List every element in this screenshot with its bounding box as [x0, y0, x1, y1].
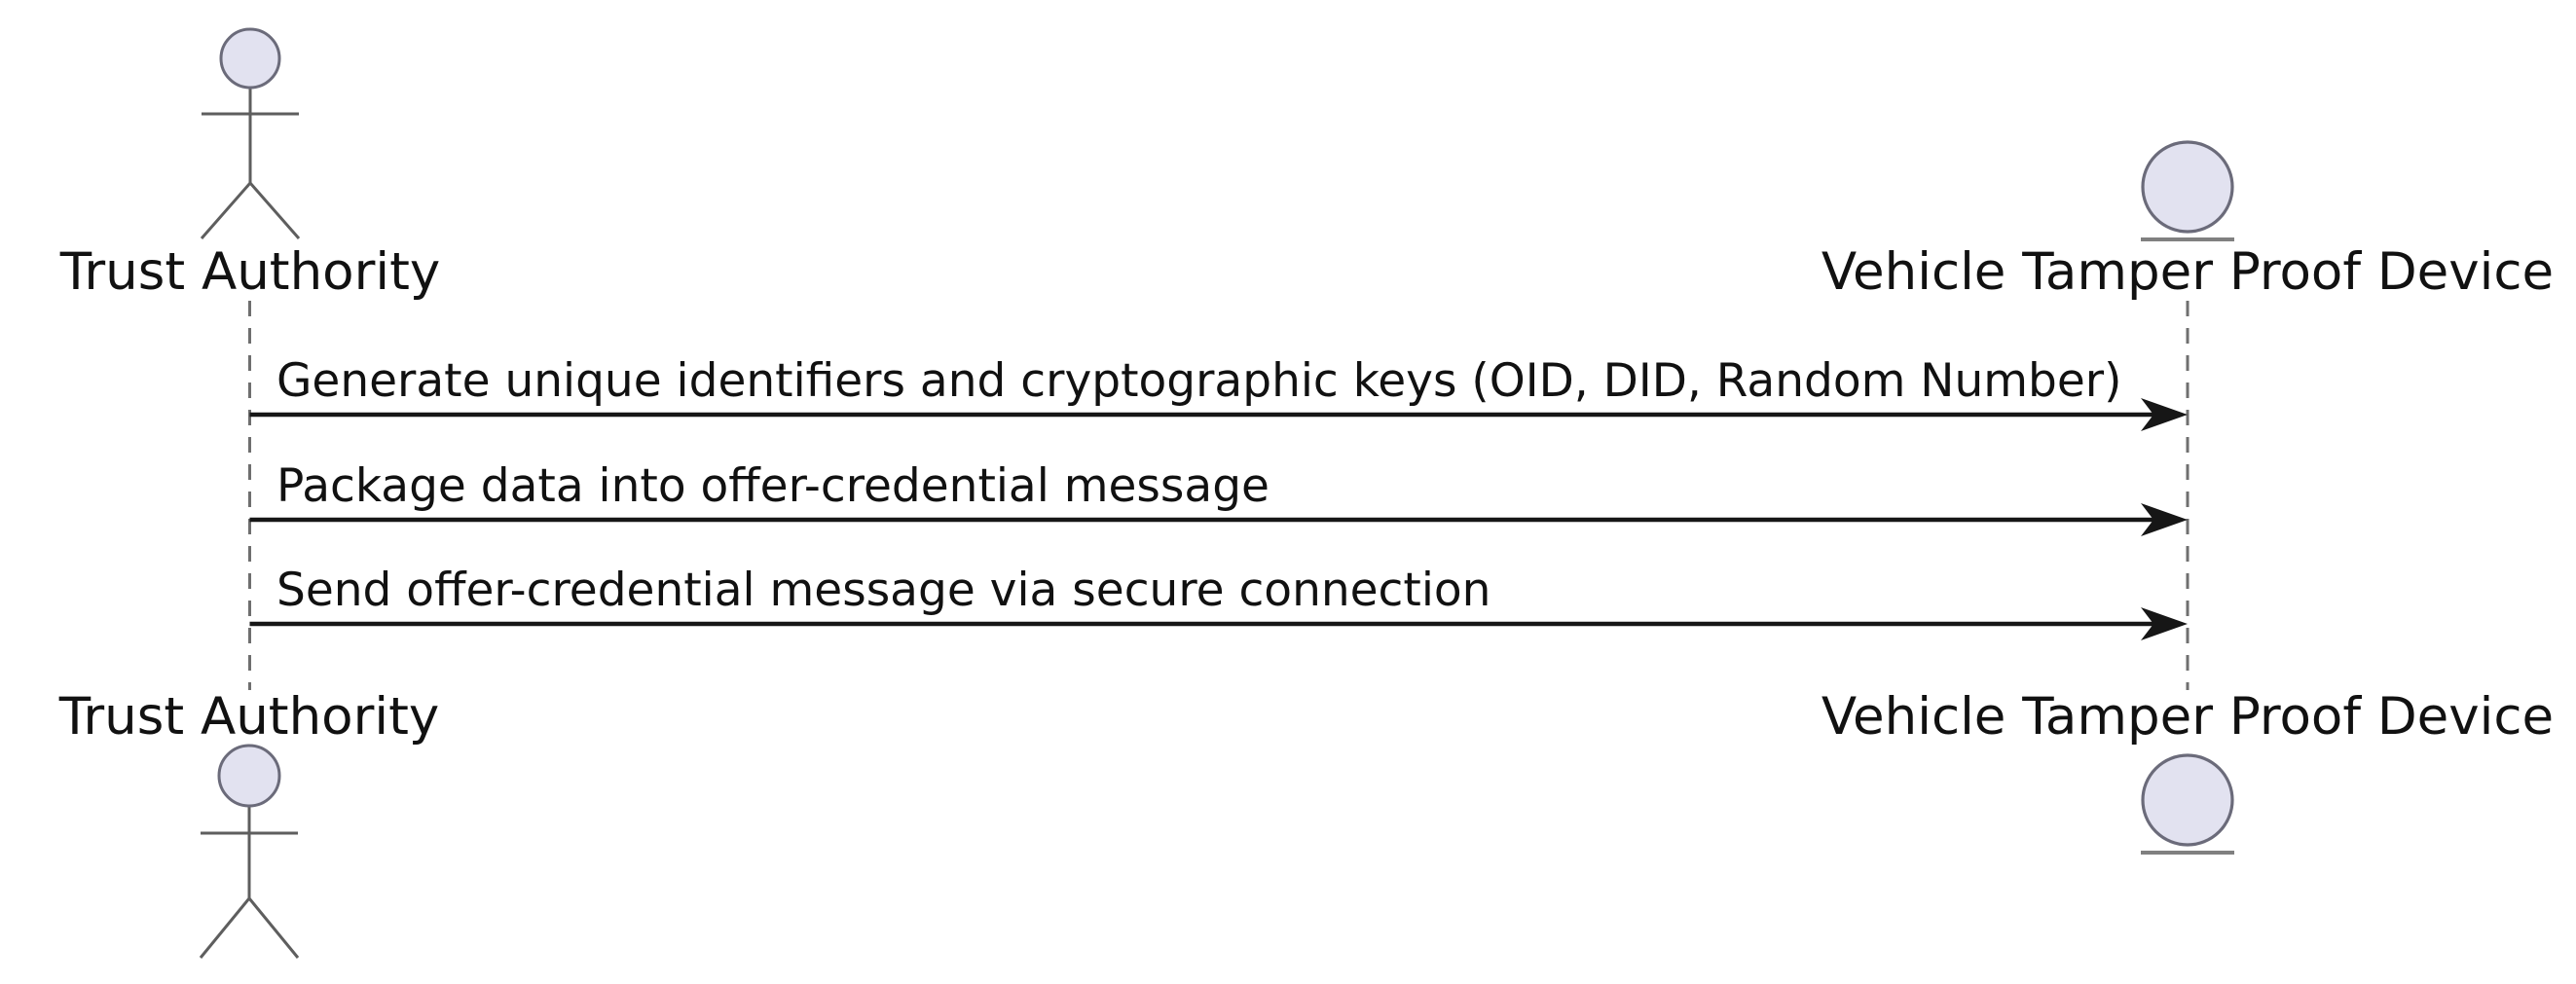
- participant-label-vehicle-tamper-proof-device-bottom: Vehicle Tamper Proof Device: [1822, 687, 2554, 747]
- actor-right-leg-line: [248, 182, 301, 239]
- actor-trust-authority-top: Trust Authority: [59, 27, 441, 302]
- message-1-label: Generate unique identifiers and cryptogr…: [276, 354, 2121, 408]
- message-3: Send offer-credential message via secure…: [249, 564, 2188, 640]
- entity-circle-icon: [2141, 753, 2234, 847]
- actor-left-leg-line: [200, 182, 252, 239]
- message-2-label: Package data into offer-credential messa…: [276, 459, 1270, 513]
- message-1: Generate unique identifiers and cryptogr…: [249, 354, 2188, 431]
- message-2-arrowhead-icon: [2141, 503, 2188, 536]
- actor-right-leg-line: [247, 897, 300, 959]
- actor-head-icon: [217, 744, 281, 808]
- actor-trust-authority-bottom: Trust Authority: [58, 687, 440, 959]
- entity-vehicle-tamper-proof-device-bottom: Vehicle Tamper Proof Device: [1822, 687, 2554, 855]
- message-2: Package data into offer-credential messa…: [249, 459, 2188, 536]
- message-3-arrowhead-icon: [2141, 607, 2188, 640]
- actor-head-icon: [219, 27, 281, 90]
- entity-vehicle-tamper-proof-device-top: Vehicle Tamper Proof Device: [1822, 140, 2554, 302]
- participant-label-vehicle-tamper-proof-device-top: Vehicle Tamper Proof Device: [1822, 242, 2554, 302]
- participant-label-trust-authority-bottom: Trust Authority: [58, 687, 440, 747]
- entity-circle-icon: [2141, 140, 2234, 234]
- participant-label-trust-authority-top: Trust Authority: [59, 242, 441, 302]
- message-1-arrowhead-icon: [2141, 398, 2188, 431]
- message-3-label: Send offer-credential message via secure…: [276, 564, 1490, 617]
- actor-left-leg-line: [199, 897, 251, 959]
